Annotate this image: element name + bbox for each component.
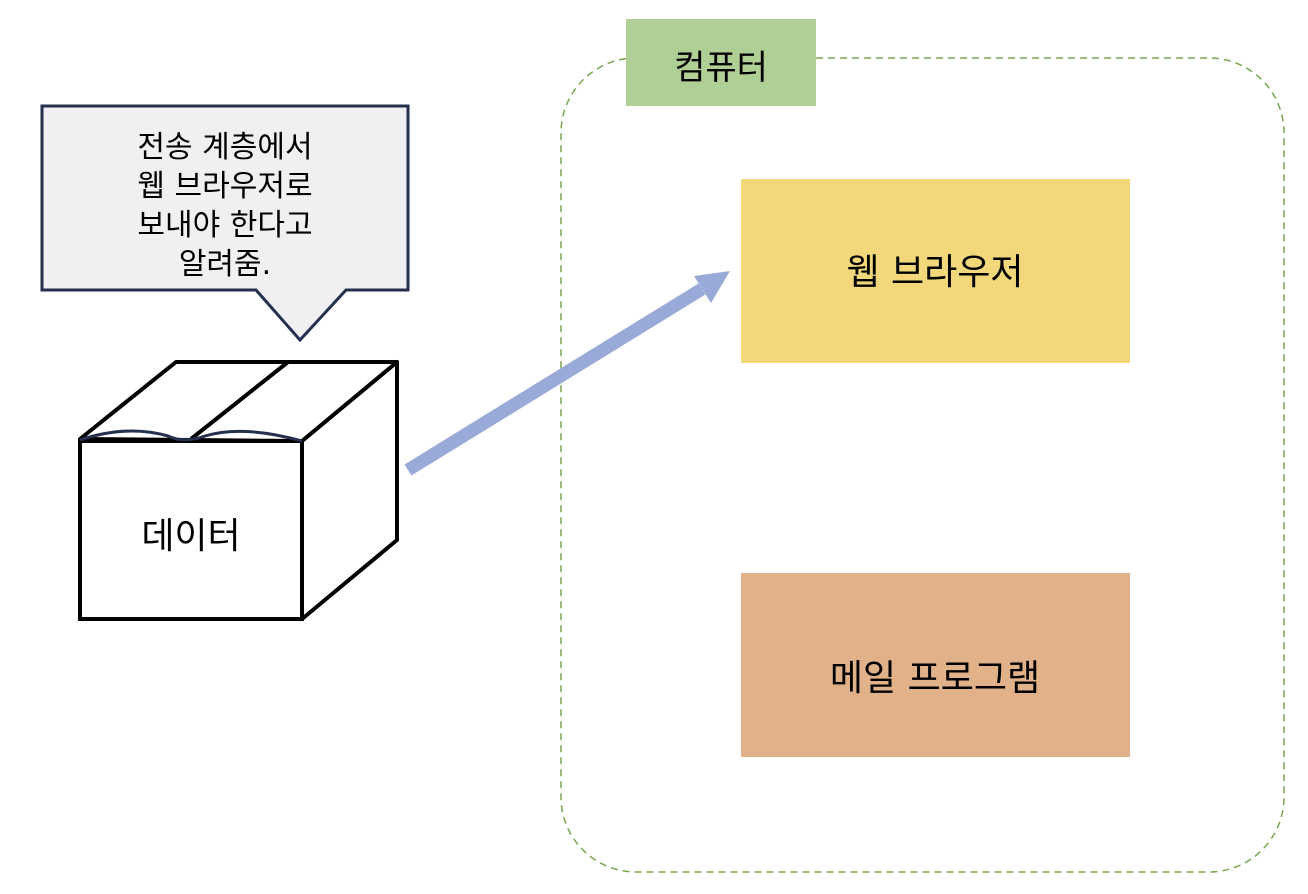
callout-line-2: 웹 브라우저로 — [137, 169, 312, 204]
mail-program-box — [741, 573, 1130, 757]
packet-label: 데이터 — [141, 516, 240, 557]
box-icon — [78, 360, 399, 621]
web-browser-box — [741, 179, 1130, 363]
computer-container — [560, 57, 1285, 873]
mail-program-label: 메일 프로그램 — [830, 658, 1040, 699]
callout-bubble — [40, 104, 410, 343]
callout-line-1: 전송 계층에서 — [137, 130, 312, 165]
web-browser-label: 웹 브라우저 — [846, 252, 1023, 293]
delivery-arrow — [404, 271, 730, 476]
computer-label-box — [626, 19, 816, 106]
callout-line-3: 보내야 한다고 — [137, 208, 312, 243]
callout-text: 전송 계층에서 웹 브라우저로 보내야 한다고 알려줌. — [137, 130, 312, 282]
computer-label: 컴퓨터 — [674, 48, 768, 88]
callout-line-4: 알려줌. — [179, 247, 271, 282]
